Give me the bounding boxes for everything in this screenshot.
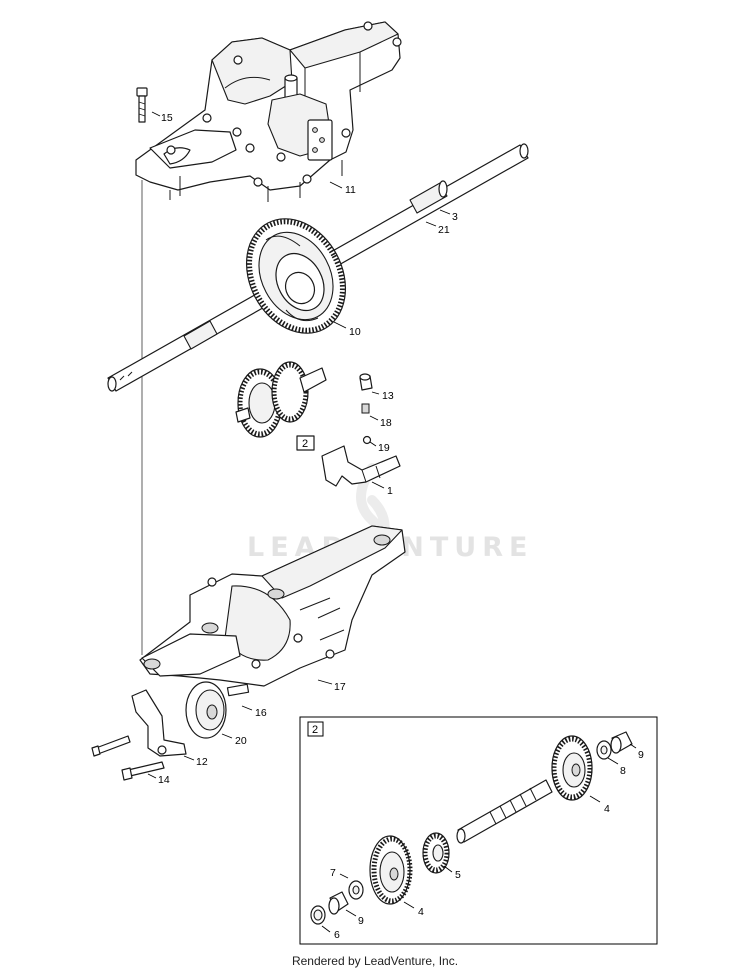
bolts xyxy=(91,735,165,781)
upper-housing xyxy=(135,21,402,202)
inset-callout-4-top: 4 xyxy=(604,803,610,815)
inset-callout-9-top: 9 xyxy=(638,749,644,761)
pulley-20 xyxy=(185,681,227,739)
inset-callout-4-bottom: 4 xyxy=(418,906,424,918)
footer-credit: Rendered by LeadVenture, Inc. xyxy=(291,954,459,968)
inset-callout-9-bottom: 9 xyxy=(358,915,364,927)
callout-19: 19 xyxy=(378,442,390,454)
callout-1: 1 xyxy=(387,485,393,497)
key-16 xyxy=(226,683,250,697)
shift-fork-1 xyxy=(321,445,401,487)
bolt-15 xyxy=(136,87,148,123)
ref-box-2-frame xyxy=(296,435,315,451)
inset-detail-2: 2 9 8 xyxy=(299,716,658,945)
ring-gear-10 xyxy=(245,218,347,334)
callout-13: 13 xyxy=(382,390,394,402)
callout-21: 21 xyxy=(438,224,450,236)
inset-label-box xyxy=(307,721,324,737)
callout-15: 15 xyxy=(161,112,173,124)
callout-14: 14 xyxy=(158,774,170,786)
callout-18: 18 xyxy=(380,417,392,429)
ref-box-2-label: 2 xyxy=(302,438,308,450)
detent-parts xyxy=(359,373,373,445)
callouts-main: 15 11 3 21 10 13 18 19 1 17 16 20 12 14 xyxy=(147,111,458,786)
callout-12: 12 xyxy=(196,756,208,768)
callout-16: 16 xyxy=(255,707,267,719)
callout-3: 3 xyxy=(452,211,458,223)
inset-label: 2 xyxy=(312,724,318,736)
callout-20: 20 xyxy=(235,735,247,747)
inset-callout-8: 8 xyxy=(620,765,626,777)
callout-17: 17 xyxy=(334,681,346,693)
callout-10: 10 xyxy=(349,326,361,338)
inset-callout-6: 6 xyxy=(334,929,340,941)
inset-callout-7: 7 xyxy=(330,867,336,879)
bracket-12 xyxy=(131,689,187,757)
inset-callout-5: 5 xyxy=(455,869,461,881)
callout-11: 11 xyxy=(345,184,356,196)
lower-housing-17 xyxy=(139,525,406,687)
gear-assembly-2: 2 xyxy=(235,361,327,451)
